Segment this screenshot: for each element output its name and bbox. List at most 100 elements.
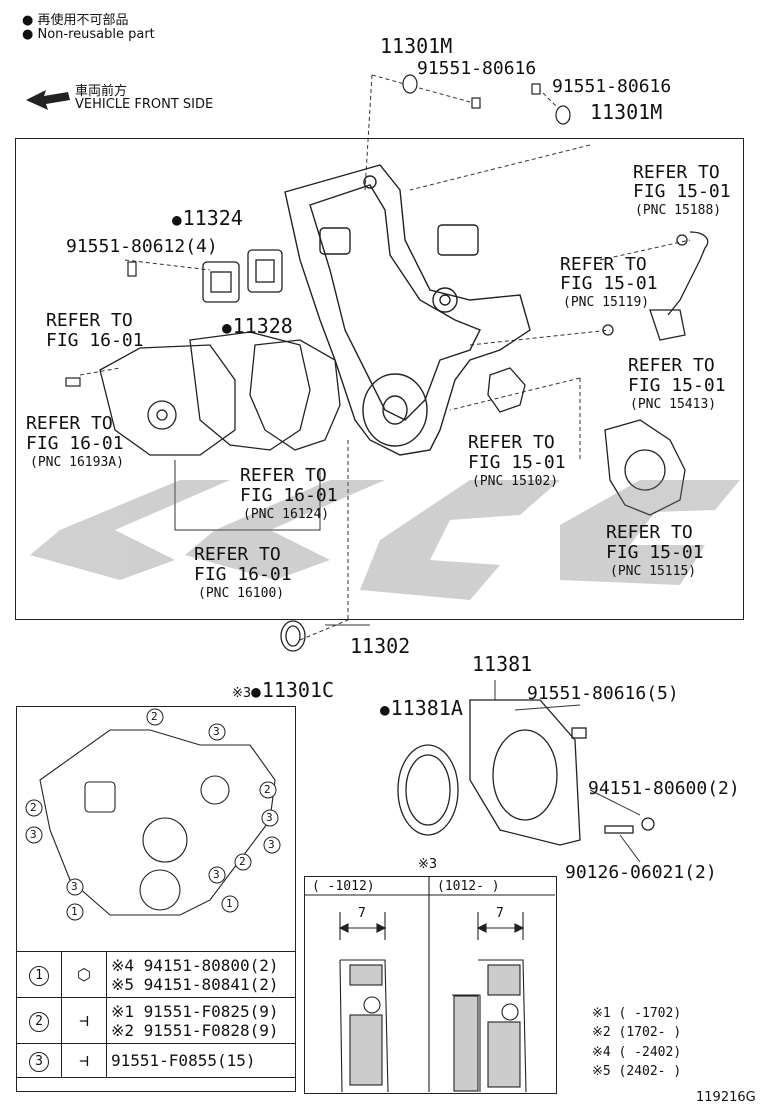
fastener-num-2: 2 [29, 1011, 49, 1032]
bolt-icons-top [65, 74, 571, 387]
legend-jp-text: 再使用不可部品 [37, 13, 129, 28]
fastener-table: 1 ⬡ ※4 94151-80800(2) ※5 94151-80841(2) … [16, 951, 296, 1078]
part-11301M-right[interactable]: 11301M [590, 100, 663, 124]
part-94151-80600-2[interactable]: 94151-80600(2) [588, 778, 740, 799]
part-11301C-group[interactable]: ※311301C [232, 678, 334, 702]
section-dim2: 7 [496, 906, 504, 921]
ref-16124-pnc: (PNC 16124) [243, 507, 330, 522]
inset-callout-3e: 3 [213, 868, 220, 881]
nut-icon: ⬡ [61, 951, 107, 998]
inset-callout-3c: 3 [266, 811, 273, 824]
fastener-legend-frame [16, 706, 296, 1092]
front-en-label: VEHICLE FRONT SIDE [75, 97, 214, 112]
inset-callout-1a: 1 [71, 905, 78, 918]
fastener-3-part-a[interactable]: 91551-F0855(15) [111, 1051, 256, 1070]
ref-16124-line2[interactable]: FIG 16-01 [240, 485, 338, 506]
part-90126-06021-2[interactable]: 90126-06021(2) [565, 862, 717, 883]
fastener-row-3: 3 ⊣ 91551-F0855(15) [16, 1043, 296, 1078]
legend-bullet-en: ● Non-reusable part [22, 27, 155, 42]
rear-seal-parts [280, 620, 655, 846]
section-col1-label: ( -1012) [312, 879, 375, 894]
ref-16-01-a-line2[interactable]: FIG 16-01 [46, 330, 144, 351]
bolt-icon: ⊣ [61, 997, 107, 1044]
note-4: ※4 ( -2402) [592, 1045, 682, 1060]
part-91551-80616-5[interactable]: 91551-80616(5) [527, 683, 679, 704]
ref-16-01-a-line1: REFER TO [46, 310, 133, 331]
fastener-1-part-b[interactable]: ※5 94151-80841(2) [111, 974, 279, 994]
ref-15119-pnc: (PNC 15119) [563, 295, 650, 310]
inset-callout-2d: 2 [239, 855, 246, 868]
part-11324[interactable]: 11324 [172, 206, 243, 230]
inset-callout-2b: 2 [30, 801, 37, 814]
part-11328[interactable]: 11328 [222, 314, 293, 338]
note-5: ※5 (2402- ) [592, 1064, 682, 1079]
fastener-row-1: 1 ⬡ ※4 94151-80800(2) ※5 94151-80841(2) [16, 951, 296, 998]
fastener-row-2: 2 ⊣ ※1 91551-F0825(9) ※2 91551-F0828(9) [16, 997, 296, 1044]
fastener-num-cell: 1 [16, 951, 62, 998]
ref-15115-line2[interactable]: FIG 15-01 [606, 542, 704, 563]
ref-15119-line1: REFER TO [560, 254, 647, 275]
fastener-parts-cell: 91551-F0855(15) [106, 1043, 296, 1078]
ref-15102-line2[interactable]: FIG 15-01 [468, 452, 566, 473]
inset-callout-3b: 3 [30, 828, 37, 841]
ref-16100-line1: REFER TO [194, 544, 281, 565]
ref-16124-line1: REFER TO [240, 465, 327, 486]
ref-16100-pnc: (PNC 16100) [198, 586, 285, 601]
section-dim1: 7 [358, 906, 366, 921]
legend-bullet-jp: ● 再使用不可部品 [22, 13, 129, 28]
ref-15102-line1: REFER TO [468, 432, 555, 453]
ref-15413-line1: REFER TO [628, 355, 715, 376]
ref-15413-pnc: (PNC 15413) [630, 397, 717, 412]
legend-en-text: Non-reusable part [37, 27, 155, 42]
ref-15188-pnc: (PNC 15188) [635, 203, 722, 218]
inset-callout-3f: 3 [71, 880, 78, 893]
ref-15115-line1: REFER TO [606, 522, 693, 543]
leader-lines [79, 74, 691, 641]
ref-15413-line2[interactable]: FIG 15-01 [628, 375, 726, 396]
water-pump-assembly [99, 249, 341, 456]
fastener-num-cell: 3 [16, 1043, 62, 1078]
note-2: ※2 (1702- ) [592, 1025, 682, 1040]
fastener-2-part-b[interactable]: ※2 91551-F0828(9) [111, 1020, 279, 1040]
note-1: ※1 ( -1702) [592, 1006, 682, 1021]
timing-cover-body [284, 164, 531, 456]
inset-callout-3a: 3 [213, 725, 220, 738]
figure-id: 119216G [696, 1090, 756, 1105]
ref-15188-line1: REFER TO [633, 162, 720, 183]
part-11301C[interactable]: 11301C [251, 678, 334, 702]
inset-callout-3d: 3 [268, 838, 275, 851]
ref-16100-line2[interactable]: FIG 16-01 [194, 564, 292, 585]
fastener-parts-cell: ※1 91551-F0825(9) ※2 91551-F0828(9) [106, 997, 296, 1044]
ref-15188-line2[interactable]: FIG 15-01 [633, 181, 731, 202]
ref-15115-pnc: (PNC 15115) [610, 564, 697, 579]
bolt-icon: ⊣ [61, 1043, 107, 1078]
fastener-1-part-a[interactable]: ※4 94151-80800(2) [111, 955, 279, 975]
watermark-logo [30, 480, 740, 600]
section-col2-label: (1012- ) [437, 879, 500, 894]
ref-15102-pnc: (PNC 15102) [472, 474, 559, 489]
inset-callout-2a: 2 [151, 710, 158, 723]
inset-callout-1b: 1 [226, 897, 233, 910]
section-title: ※3 [418, 857, 438, 872]
part-91551-80612[interactable]: 91551-80612(4) [66, 236, 218, 257]
part-11381[interactable]: 11381 [472, 652, 533, 676]
inset-callout-2c: 2 [264, 783, 271, 796]
section-view-drawing [304, 876, 555, 1093]
part-11301C-prefix: ※3 [232, 686, 252, 701]
part-11381A[interactable]: 11381A [380, 696, 463, 720]
fastener-2-part-a[interactable]: ※1 91551-F0825(9) [111, 1001, 279, 1021]
oil-pump-parts [487, 231, 709, 516]
part-11302[interactable]: 11302 [350, 634, 411, 658]
part-91551-80616-b[interactable]: 91551-80616 [552, 76, 672, 97]
fastener-parts-cell: ※4 94151-80800(2) ※5 94151-80841(2) [106, 951, 296, 998]
main-diagram-frame [15, 138, 744, 620]
vehicle-front-arrow-icon [26, 90, 70, 110]
fastener-num-3: 3 [29, 1051, 49, 1072]
fastener-num-cell: 2 [16, 997, 62, 1044]
ref-16193A-pnc: (PNC 16193A) [30, 455, 124, 470]
ref-15119-line2[interactable]: FIG 15-01 [560, 273, 658, 294]
part-91551-80616-a[interactable]: 91551-80616 [417, 58, 537, 79]
ref-16193A-line2[interactable]: FIG 16-01 [26, 433, 124, 454]
part-11301M-top[interactable]: 11301M [380, 34, 453, 58]
